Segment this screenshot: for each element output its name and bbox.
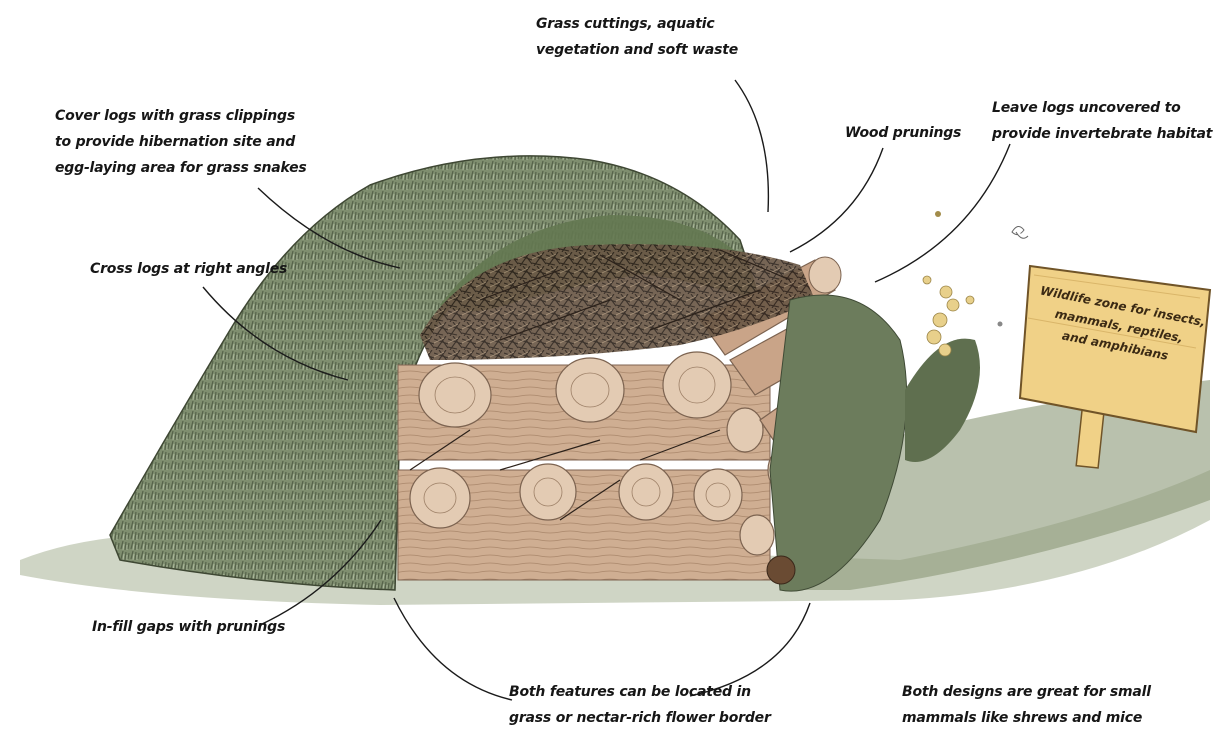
label-line: In-fill gaps with prunings [92,614,285,640]
label-line: Both designs are great for small [902,679,1151,705]
label-line: egg-laying area for grass snakes [55,155,307,181]
leader-both-features-left [394,598,512,700]
label-grass-cuttings: Grass cuttings, aquatic vegetation and s… [536,11,738,63]
label-cross-logs: Cross logs at right angles [90,256,287,282]
label-line: Wood prunings [845,120,961,146]
label-wood-prunings: Wood prunings [845,120,961,146]
leader-grass-cuttings [735,80,768,212]
label-line: grass or nectar-rich flower border [509,705,771,731]
insect-icon [935,211,941,217]
label-line: Cover logs with grass clippings [55,103,307,129]
butterfly-icon [1012,226,1028,238]
label-line: Leave logs uncovered to [992,95,1212,121]
label-line: to provide hibernation site and [55,129,307,155]
label-both-features: Both features can be located in grass or… [509,679,771,731]
label-line: Grass cuttings, aquatic [536,11,738,37]
label-line: Cross logs at right angles [90,256,287,282]
label-line: vegetation and soft waste [536,37,738,63]
label-in-fill: In-fill gaps with prunings [92,614,285,640]
label-leave-logs: Leave logs uncovered to provide inverteb… [992,95,1212,147]
label-line: Both features can be located in [509,679,771,705]
label-line: mammals like shrews and mice [902,705,1151,731]
leader-wood-prunings [790,148,883,252]
leader-leave-logs [875,144,1010,282]
label-both-designs: Both designs are great for small mammals… [902,679,1151,731]
label-cover-logs: Cover logs with grass clippings to provi… [55,103,307,181]
label-line: provide invertebrate habitat [992,121,1212,147]
